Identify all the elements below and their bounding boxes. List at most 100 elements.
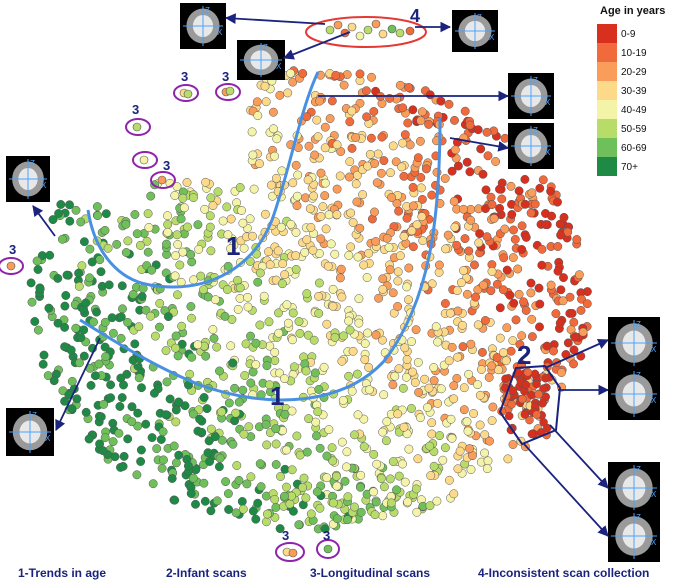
scatter-point — [71, 323, 81, 333]
scatter-point — [163, 312, 173, 322]
scatter-point — [224, 398, 234, 408]
scatter-point — [248, 506, 258, 516]
infant-point — [521, 380, 531, 390]
scatter-point — [486, 192, 496, 202]
scatter-point — [106, 393, 116, 403]
scatter-point — [161, 410, 171, 420]
cluster-4-dots — [325, 19, 415, 41]
scatter-point — [193, 340, 203, 350]
scatter-point — [458, 320, 467, 330]
thumb-axis-x: X — [651, 538, 657, 547]
scatter-point — [278, 259, 288, 269]
scatter-point — [199, 285, 208, 295]
scatter-point — [415, 413, 425, 423]
scatter-point — [340, 476, 350, 486]
scatter-point — [56, 200, 66, 209]
scatter-point — [205, 211, 215, 221]
scatter-point — [477, 347, 487, 357]
scatter-point — [161, 346, 171, 356]
scatter-point — [473, 380, 483, 390]
scatter-point — [95, 255, 105, 265]
legend-swatch — [597, 62, 617, 81]
scatter-point — [289, 362, 299, 372]
scatter-point — [147, 433, 157, 443]
scatter-point — [440, 443, 450, 453]
scatter-point — [230, 383, 240, 393]
scatter-point — [414, 387, 424, 397]
scatter-point — [197, 427, 207, 437]
label-cluster-1-upper: 1 — [226, 231, 240, 261]
scatter-point — [269, 124, 278, 134]
cluster-dot — [387, 24, 397, 34]
scatter-point — [424, 383, 434, 393]
scatter-point — [476, 365, 486, 374]
scatter-point — [332, 210, 342, 220]
scatter-point — [453, 352, 463, 362]
scatter-point — [60, 322, 70, 332]
scatter-point — [226, 214, 236, 224]
legend-label: 0-9 — [621, 29, 636, 40]
scatter-point — [411, 325, 421, 335]
scatter-point — [173, 240, 183, 249]
scatter-point — [421, 164, 431, 174]
thumb-axis-x: X — [545, 148, 551, 157]
scatter-point — [239, 429, 249, 439]
scatter-point — [53, 273, 63, 283]
scatter-point — [378, 284, 388, 294]
scatter-point — [417, 107, 427, 117]
scatter-point — [527, 332, 537, 342]
scatter-point — [262, 361, 272, 371]
scatter-point — [86, 380, 96, 390]
scatter-point — [301, 493, 311, 503]
scatter-point — [283, 88, 293, 98]
arrow — [449, 137, 510, 152]
scatter-point — [283, 318, 293, 328]
legend-label: 60-69 — [621, 143, 647, 154]
scatter-point — [565, 292, 575, 302]
outlier-dot — [288, 548, 298, 558]
label-cluster-4: 4 — [410, 6, 420, 26]
scatter-point — [171, 331, 181, 341]
scatter-point — [291, 227, 301, 237]
legend-swatch — [597, 157, 617, 176]
scatter-point — [398, 459, 407, 469]
scatter-point — [320, 524, 330, 534]
scatter-point — [187, 313, 196, 323]
scatter-point — [162, 239, 171, 249]
scatter-point — [127, 402, 137, 412]
scatter-point — [500, 224, 510, 234]
scatter-point — [246, 472, 256, 482]
scatter-point — [412, 507, 422, 517]
arrow — [544, 339, 609, 369]
scatter-point — [237, 497, 247, 506]
scatter-point — [332, 514, 342, 524]
scatter-point — [270, 494, 280, 504]
scan-thumbnail: ZX — [452, 10, 498, 52]
scatter-point — [182, 178, 192, 187]
scatter-point — [206, 246, 216, 256]
thumb-axis-z: Z — [205, 6, 210, 15]
scatter-point — [62, 270, 72, 280]
scatter-point — [193, 220, 203, 230]
scatter-point — [275, 368, 284, 378]
scatter-point — [371, 330, 381, 340]
scatter-point — [262, 440, 272, 450]
scatter-point — [30, 317, 40, 326]
scatter-point — [390, 371, 400, 381]
scatter-point — [233, 304, 243, 314]
scan-thumbnail: ZX — [608, 317, 660, 369]
scatter-point — [27, 297, 37, 307]
scatter-point — [242, 479, 252, 489]
thumb-axis-z: Z — [533, 126, 538, 135]
scatter-point — [74, 281, 84, 291]
scatter-point — [416, 173, 426, 182]
scatter-point — [264, 317, 274, 327]
scatter-point — [312, 115, 322, 125]
scatter-point — [344, 250, 354, 260]
scatter-point — [202, 404, 212, 414]
scatter-point — [471, 292, 481, 302]
label-outlier-3: 3 — [132, 102, 139, 117]
scatter-point — [310, 368, 320, 378]
scatter-point — [143, 209, 153, 219]
